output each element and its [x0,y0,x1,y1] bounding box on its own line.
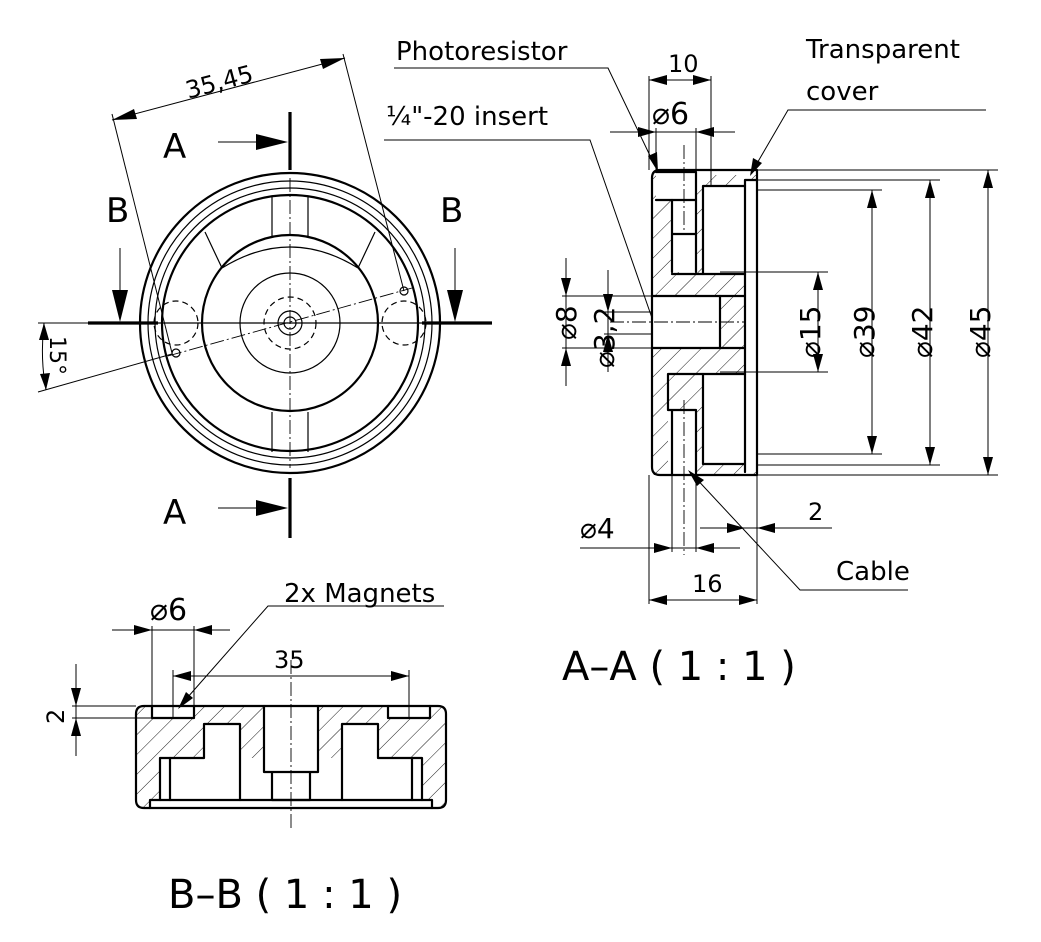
label-transparent: Transparent [805,35,960,65]
section-b-label-left: B [106,191,129,231]
dim-span-top-view: 35,45 [183,60,257,105]
title-section-bb: B–B ( 1 : 1 ) [168,872,402,918]
dim-aa-d8: ⌀8 [550,305,583,340]
dim-aa-d39: ⌀39 [848,306,881,359]
top-view [37,53,492,538]
dim-aa-d4: ⌀4 [580,512,615,545]
section-a-label-bottom: A [163,493,186,533]
dim-aa-width-top: 10 [668,50,699,78]
dim-aa-d6: ⌀6 [652,97,689,132]
dim-aa-d15: ⌀15 [794,306,827,359]
label-cover: cover [806,77,879,107]
label-magnets: 2x Magnets [284,579,435,609]
section-bb [134,660,448,830]
section-a-label-top: A [163,127,186,167]
label-insert: ¼"-20 insert [386,102,548,132]
label-cable: Cable [836,557,910,587]
section-aa [610,145,759,555]
title-section-aa: A–A ( 1 : 1 ) [562,644,796,690]
dim-aa-d32: ⌀3,2 [588,307,621,368]
section-bb-dimensions [71,605,444,756]
dim-aa-d45: ⌀45 [964,306,997,359]
dim-aa-width-bottom: 16 [692,570,723,598]
section-aa-dimensions [384,67,998,605]
dim-aa-thk: 2 [808,498,823,526]
dim-aa-d42: ⌀42 [906,306,939,359]
dim-bb-d6: ⌀6 [150,593,187,628]
dim-angle: 15° [44,336,69,375]
section-b-label-right: B [440,191,463,231]
dim-bb-depth: 2 [42,709,70,724]
label-photoresistor: Photoresistor [396,37,568,67]
dim-bb-span: 35 [274,646,305,674]
